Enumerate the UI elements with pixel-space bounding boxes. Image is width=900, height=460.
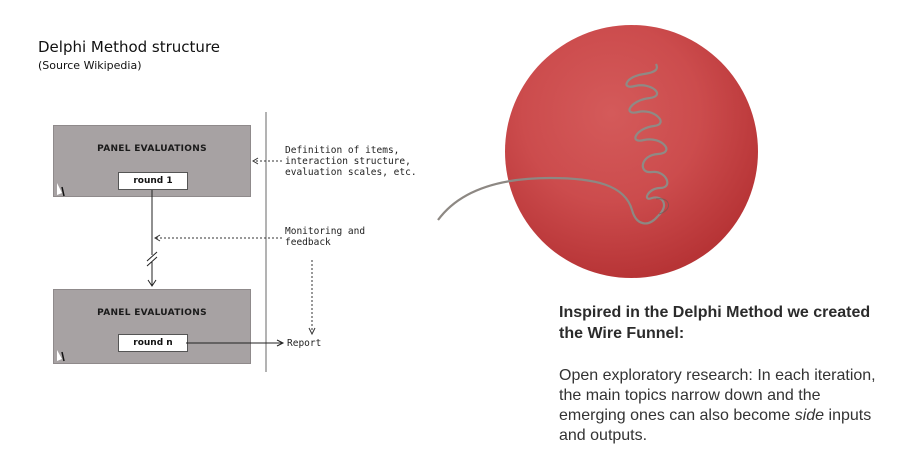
arrow-head: [154, 234, 161, 242]
panel-title: PANEL EVALUATIONS: [97, 308, 207, 318]
headline: Inspired in the Delphi Method we created…: [559, 304, 871, 342]
panel-corner-mark: [57, 350, 62, 361]
panel-round-n: PANEL EVALUATIONS round n: [53, 289, 251, 364]
report-note: Report: [287, 338, 322, 349]
monitoring-note: Monitoring and feedback: [285, 226, 366, 248]
arrow-head: [252, 157, 259, 165]
arrow-head: [276, 339, 285, 347]
panel-corner-mark: [57, 183, 62, 195]
panel-title: PANEL EVALUATIONS: [97, 144, 207, 154]
break-mark: [146, 251, 158, 262]
panel-corner-mark: [61, 186, 65, 197]
page-subtitle: (Source Wikipedia): [38, 59, 142, 72]
red-circle: [505, 25, 758, 278]
break-mark: [146, 256, 158, 267]
diagram-connectors: [57, 112, 316, 372]
body-text-part: Open exploratory research: In each itera…: [559, 367, 876, 424]
wire-funnel-icon: [437, 63, 669, 225]
body-text-emphasis: side: [794, 407, 825, 424]
panel-corner-mark: [61, 351, 65, 362]
arrow-head: [147, 279, 157, 287]
body-text: Open exploratory research: In each itera…: [559, 366, 889, 446]
body-text-part: inputs and outputs.: [559, 407, 872, 444]
arrow-head: [308, 327, 316, 336]
page-title: Delphi Method structure: [38, 38, 221, 56]
panel-round-1: PANEL EVALUATIONS round 1: [53, 125, 251, 197]
round-label: round 1: [118, 172, 188, 190]
definition-note: Definition of items, interaction structu…: [285, 145, 417, 178]
